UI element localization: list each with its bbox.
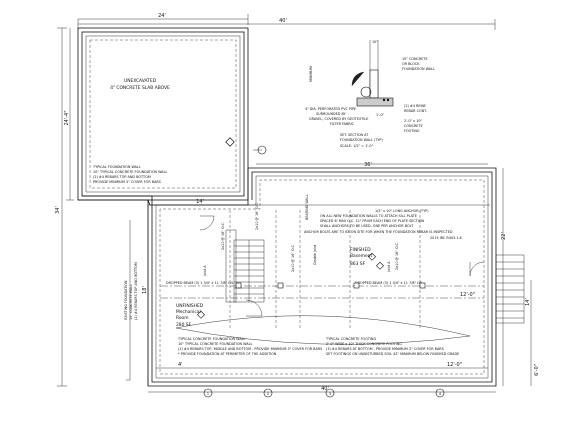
section-pipe-4: FILTER FABRIC [330,122,355,126]
mech-line-1: UNFINISHED [176,303,204,309]
exterior-stair [495,254,525,324]
slab-label-line2: 4" CONCRETE SLAB ABOVE [110,85,170,91]
left-callout-2: 10" CONCRETE WALL [129,284,133,320]
section-title-2: FOUNDATION WALL (TYP) [340,138,383,142]
bl-note-3: (2) #4 REBARS TOP, MIDDLE AND BOTTOM - P… [178,347,322,351]
left-callout-1: EXISTING FOUNDATION [124,280,128,320]
joist-name-1: Joist A [203,265,207,277]
unexcavated-slab-area: UNEXCAVATED 4" CONCRETE SLAB ABOVE TYPIC… [77,27,267,201]
dim-right-mid: 12'-0" [460,292,475,298]
beam-label-2: DROPPED BEAM (3) 1 3/4" x 11 7/8" LVL [355,281,423,285]
upper-wall-note-2: (2) #4 REBARS TOP AND BOTTOM [93,175,151,179]
br-note-4: SET FOOTINGS ON UNDISTURBED SOIL 42" MIN… [326,352,459,356]
dim-right-lower2: 6'-0" [534,364,540,376]
section-pipe-3: GRAVEL, COVERED BY GEOTEXTILE [309,117,368,121]
section-pipe-1: 4" DIA. PERFORATED PVC PIPE [305,107,356,111]
joist-name-2: Joist A [387,261,391,273]
left-callout-3: (2) #4 REBARS TOP AND BOTTOM [134,262,138,320]
door-swings [199,215,485,317]
slab-label-line1: UNEXCAVATED [124,78,157,84]
section-foot-1: 2'-0" x 10" [404,119,423,123]
section-rebar-2: REBAR CONT. [404,109,427,113]
joist-label-3: 2x10 @ 16" O.C. [291,244,295,272]
anchor-bolt-note: 1/2" x 10" LONG ANCHOR (TYP) ON ALL NEW … [304,209,462,240]
interior-stair [225,229,265,303]
br-note-3: (3) #4 REBARS AT BOTTOM - PROVIDE MINIMU… [326,347,444,351]
br-note-1: TYPICAL CONCRETE FOOTING [325,337,376,341]
section-wall-2: OR BLOCK [402,62,420,66]
section-dim-top: 10" [372,40,378,44]
section-foot-3: FOOTING [404,129,420,133]
left-vertical-callout: EXISTING FOUNDATION 10" CONCRETE WALL (2… [124,220,138,381]
dim-left-lower: 18' [142,286,148,294]
section-wall-3: FOUNDATION WALL [402,67,435,71]
wall-section-detail: 10" 1'-0" MINIMUM 10" CONCRETE OR BLOCK … [305,40,435,148]
grid-marker-1: 1 [207,392,209,396]
bottom-right-notes: TYPICAL CONCRETE FOOTING 2'-0" WIDE x 10… [325,337,459,356]
finished-room-name: FINISHED [350,247,371,253]
section-rebar-1: (2) #4 REINF. [404,104,426,108]
finished-room-area: 863 SF [350,261,366,267]
dim-right-lower: 14' [525,298,531,306]
section-marker-diamond [225,137,235,147]
section-scale: SCALE: 1/2" = 1'-0" [340,144,374,148]
grid-marker-2: 2 [267,392,269,396]
dim-step-left: 4' [178,362,183,368]
anchor-note-1: 1/2" x 10" LONG ANCHOR (TYP) [375,209,429,213]
section-dim-side: 1'-0" [376,113,384,117]
mechanical-room-label: UNFINISHED Mechanical Room 280 SF [176,303,205,328]
upper-wall-note-1: 10" TYPICAL CONCRETE FOUNDATION WALL [93,170,167,174]
bearing-wall-label: BEARING WALL [305,194,309,220]
grid-bubbles: 1 2 3 4 [203,388,445,398]
middle-dimension-line: 14' 36' [148,162,490,206]
mech-line-3: Room [176,315,189,321]
joist-label-4: 2x10 @ 16" O.C. [395,242,399,270]
grid-marker-3: 3 [329,392,331,396]
finished-basement-label: FINISHED Basement 863 SF [350,247,384,270]
grid-bubble [257,145,267,155]
mech-area: 280 SF [176,322,192,328]
dim-left-mid: 14' [196,199,204,205]
dim-middle-width: 36' [364,162,372,168]
section-min-label: MINIMUM [309,66,313,82]
joist-label-2: 2x10 @ 16" O.C. [255,202,259,230]
br-note-2: 2'-0" WIDE x 10" THICK CONCRETE FOOTING [326,342,402,346]
section-wall-1: 10" CONCRETE [402,57,428,61]
top-dimension-lines: 40' 24' [77,13,496,30]
bl-note-4: * PROVIDE FOUNDATION AT PERIMETER OF THE… [178,352,277,356]
section-pipe-2: SURROUNDED BY [316,112,347,116]
mech-line-2: Mechanical [176,309,201,315]
joist-label-1: 2x10 @ 16" O.C. [221,222,225,250]
bottom-dimension-line: 40' 4' 12'-0" [148,362,496,393]
finished-room-type: Basement [350,253,372,259]
grid-marker-4: 4 [439,392,441,396]
curved-line [175,315,471,345]
upper-wall-note-3: PROVIDE MINIMUM 3" COVER FOR BARS [93,180,161,184]
dim-right-upper: 22' [501,232,507,240]
joist-labels: 2x10 @ 16" O.C. 2x10 @ 16" O.C. 2x10 @ 1… [203,194,399,277]
upper-wall-note-title: TYPICAL FOUNDATION WALL [92,165,141,169]
anchor-note-3: SPACED 6' MAX O.C. 12" FROM EACH END OF … [320,219,425,223]
anchor-note-4: SHALL ANCHORS TO BE USED, ONE PER ANCHOR… [320,224,414,228]
dim-upper-width: 24' [158,13,166,19]
bl-note-2: 10" TYPICAL CONCRETE FOUNDATION WALL [178,342,252,346]
anchor-note-5: ANCHOR BOLTS ARE TO BE ON SITE FOR WHEN … [304,230,453,234]
dim-overall-top: 40' [279,18,287,24]
dim-bottom-overall: 40' [321,386,329,392]
beam-label-1: DROPPED BEAM (3) 1 3/4" x 11 7/8" LVL [166,281,234,285]
dim-right-right: 12'-0" [447,362,462,368]
dim-upper-left-height: 24'-4" [64,110,70,125]
bl-note-1: TYPICAL CONCRETE FOUNDATION WALL [177,337,246,341]
anchor-note-2: ON ALL NEW FOUNDATION WALLS TO ATTACH SI… [320,214,417,218]
section-foot-2: CONCRETE [404,124,423,128]
main-foundation-walls [78,167,497,387]
dropped-beams: DROPPED BEAM (3) 1 3/4" x 11 7/8" LVL DR… [160,281,484,299]
section-title-1: SET. SECTION AT [340,133,369,137]
right-dimension-lines: 22' 14' 6'-0" [501,168,540,386]
double-joist-label: Double Joist [313,244,317,265]
dim-left-total: 34' [55,206,61,214]
anchor-note-6: 2015 IRC R403.1.6 [430,236,462,240]
bottom-left-notes: TYPICAL CONCRETE FOUNDATION WALL 10" TYP… [177,337,322,356]
